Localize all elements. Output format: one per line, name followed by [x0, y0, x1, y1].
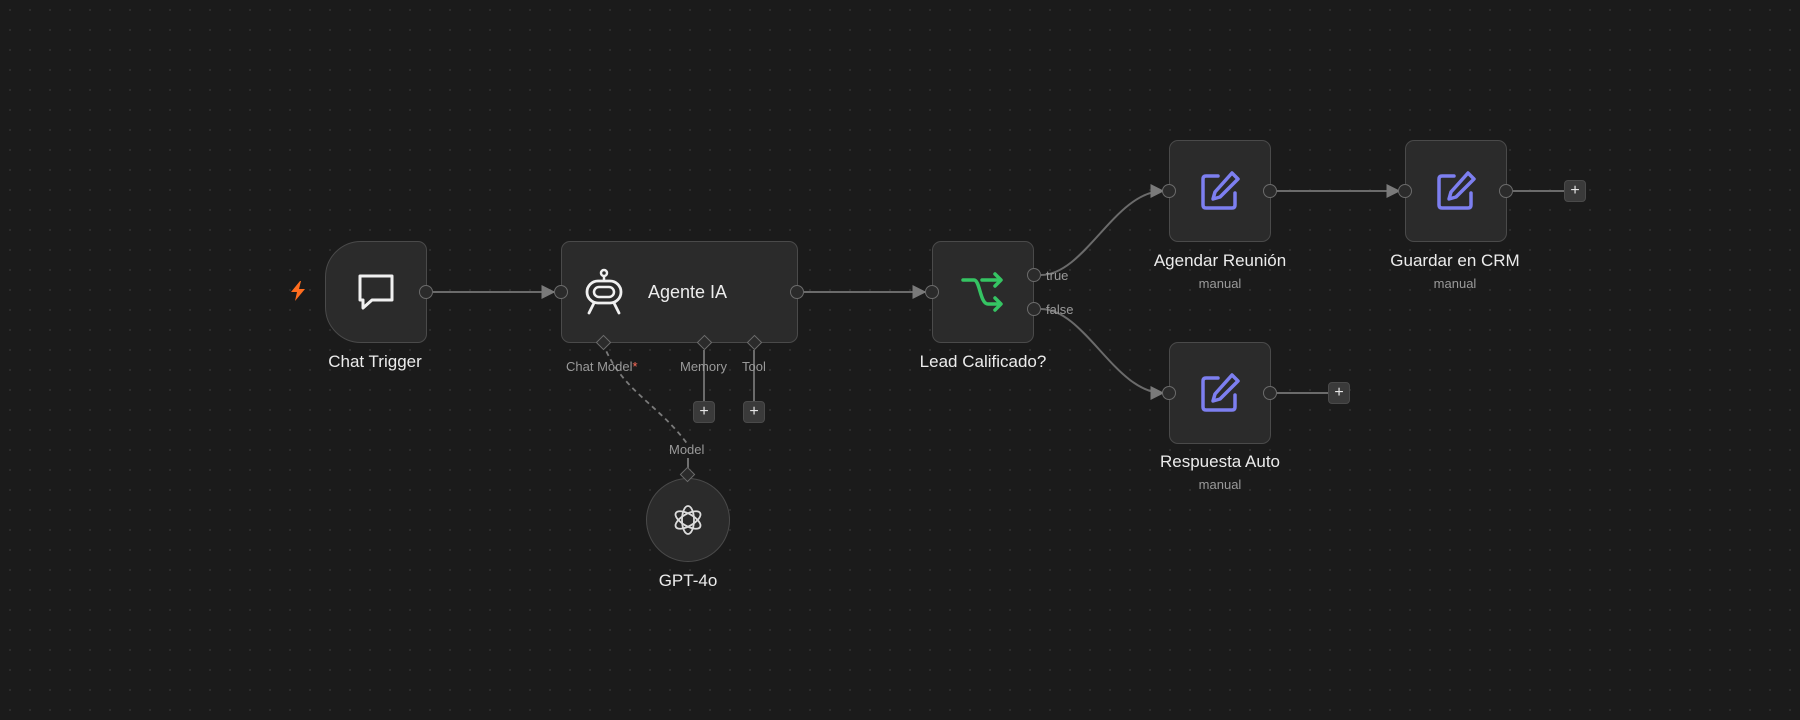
add-tool-button[interactable]: + — [743, 401, 765, 423]
agendar-output-handle[interactable] — [1263, 184, 1277, 198]
lead-calificado-node[interactable] — [932, 241, 1034, 343]
guardar-output-handle[interactable] — [1499, 184, 1513, 198]
edge-lead-true-to-agendar[interactable] — [1040, 184, 1165, 276]
chat-trigger-output-handle[interactable] — [419, 285, 433, 299]
agent-node[interactable]: Agente IA — [561, 241, 798, 343]
agendar-reunion-node[interactable] — [1169, 140, 1271, 242]
guardar-crm-label: Guardar en CRM — [1390, 251, 1520, 270]
respuesta-input-handle[interactable] — [1162, 386, 1176, 400]
add-after-guardar-button[interactable]: + — [1564, 180, 1586, 202]
respuesta-auto-node[interactable] — [1169, 342, 1271, 444]
agendar-reunion-label: Agendar Reunión — [1153, 251, 1287, 270]
lead-false-output-handle[interactable] — [1027, 302, 1041, 316]
agent-node-label: Agente IA — [648, 281, 728, 302]
edge-lead-false-to-respuesta[interactable] — [1040, 308, 1165, 400]
gpt-model-node[interactable] — [646, 478, 730, 562]
respuesta-auto-label: Respuesta Auto — [1159, 452, 1281, 471]
required-asterisk: * — [632, 359, 638, 374]
edit-icon — [1437, 171, 1476, 210]
respuesta-output-handle[interactable] — [1263, 386, 1277, 400]
guardar-crm-subtitle: manual — [1433, 276, 1477, 291]
chat-model-port-label: Chat Model* — [566, 359, 638, 374]
memory-port-label: Memory — [680, 359, 727, 374]
edit-icon — [1201, 373, 1240, 412]
respuesta-auto-subtitle: manual — [1198, 477, 1242, 492]
gpt-model-label: GPT-4o — [658, 571, 718, 590]
robot-icon — [585, 268, 623, 315]
chat-trigger-label: Chat Trigger — [328, 352, 422, 371]
lead-true-output-handle[interactable] — [1027, 268, 1041, 282]
chat-trigger-node[interactable] — [325, 241, 427, 343]
false-branch-label: false — [1046, 302, 1074, 317]
openai-icon — [674, 505, 702, 535]
lead-calificado-label: Lead Calificado? — [919, 352, 1047, 371]
edge-model-to-agent[interactable] — [602, 342, 689, 446]
guardar-crm-node[interactable] — [1405, 140, 1507, 242]
edit-icon — [1201, 171, 1240, 210]
true-branch-label: true — [1046, 268, 1069, 283]
chat-bubble-icon — [358, 274, 394, 310]
if-branch-icon — [961, 272, 1003, 312]
gpt-model-port-label: Model — [669, 442, 705, 457]
agent-output-handle[interactable] — [790, 285, 804, 299]
add-memory-button[interactable]: + — [693, 401, 715, 423]
add-after-respuesta-button[interactable]: + — [1328, 382, 1350, 404]
trigger-bolt-icon — [291, 281, 305, 301]
agent-input-handle[interactable] — [554, 285, 568, 299]
agendar-input-handle[interactable] — [1162, 184, 1176, 198]
agendar-reunion-subtitle: manual — [1198, 276, 1242, 291]
guardar-input-handle[interactable] — [1398, 184, 1412, 198]
lead-input-handle[interactable] — [925, 285, 939, 299]
tool-port-label: Tool — [742, 359, 766, 374]
